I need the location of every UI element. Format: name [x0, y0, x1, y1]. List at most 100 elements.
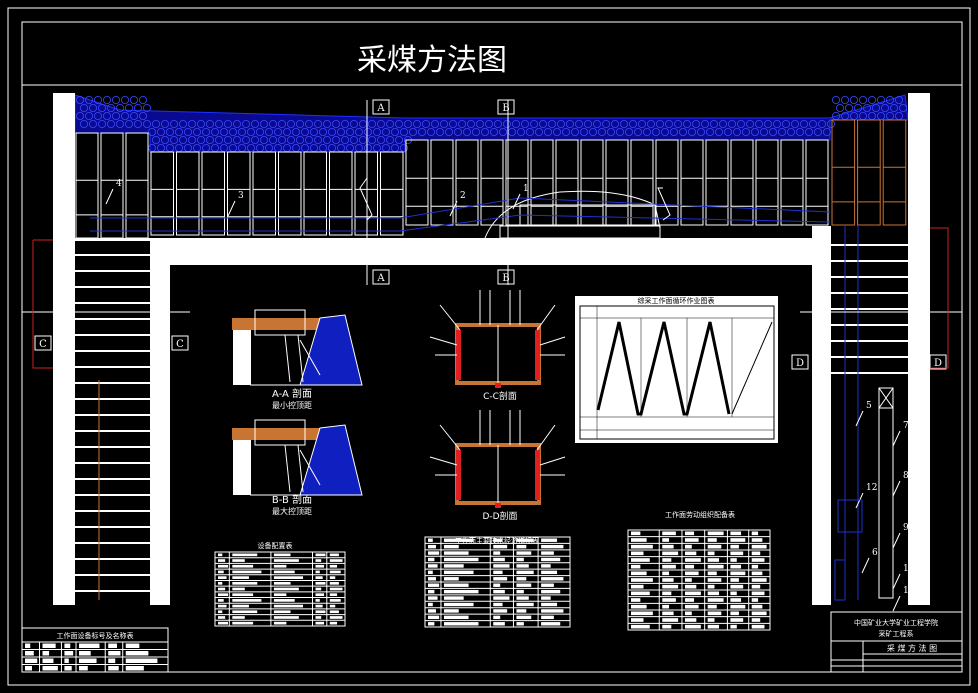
gob-rock [367, 120, 376, 129]
gob-rock [448, 120, 457, 129]
table-cell [218, 587, 226, 591]
table-cell [273, 610, 291, 614]
table-cell [42, 651, 50, 656]
table-cell [108, 643, 117, 648]
table-cell [631, 558, 650, 562]
gob-rock [237, 127, 246, 136]
gob-rock [877, 96, 886, 105]
gob-rock [435, 127, 444, 136]
table-cell [707, 564, 724, 569]
table-cell [541, 557, 561, 562]
gob-rock [715, 127, 724, 136]
table-cell [64, 666, 72, 671]
gob-rock [827, 120, 836, 129]
gob-rock [877, 112, 886, 121]
gob-rock [832, 96, 841, 105]
gob-rock [742, 127, 751, 136]
table-cell [516, 609, 527, 613]
callout-12: 12 [866, 483, 877, 493]
table-cell [631, 604, 647, 609]
table-cell [516, 589, 524, 594]
gob-rock [679, 127, 688, 136]
table-cell [541, 577, 564, 581]
gob-rock [151, 120, 160, 129]
gob-rock [295, 135, 304, 144]
gob-rock [611, 120, 620, 129]
cc-section-label: C-C剖面 [483, 390, 517, 402]
gob-rock [232, 120, 241, 129]
support [278, 151, 302, 236]
support [227, 151, 251, 236]
gob-rock [674, 120, 683, 129]
table-cell [443, 564, 464, 568]
support [605, 139, 629, 226]
gob-rock [376, 135, 385, 144]
table-cell [428, 609, 436, 613]
table-cell [315, 604, 323, 608]
gob-rock [584, 120, 593, 129]
table-cell [730, 564, 742, 569]
table-cell [42, 643, 56, 648]
table-cell [493, 615, 501, 620]
gob-rock [250, 120, 259, 129]
table-cell [232, 564, 254, 568]
table-cell [443, 570, 474, 575]
table-cell [684, 591, 701, 596]
table-cell [516, 544, 527, 549]
callout-10: 10 [903, 564, 915, 574]
table-cell [684, 578, 692, 582]
gob-rock [98, 104, 107, 113]
gob-rock [210, 127, 219, 136]
table-cell [315, 564, 325, 568]
table-cell [707, 551, 715, 556]
table-cell [273, 553, 291, 557]
table-cell [631, 611, 653, 616]
gob-rock [273, 127, 282, 136]
gob-rock [129, 96, 138, 105]
table-cell [428, 557, 435, 562]
table-cell [751, 584, 761, 589]
gob-rock [571, 127, 580, 136]
gob-rock [859, 96, 868, 105]
gob-rock [872, 104, 881, 113]
gob-rock [787, 127, 796, 136]
callout-9: 9 [903, 523, 909, 533]
gob-rock [214, 120, 223, 129]
callout-4: 4 [116, 179, 122, 189]
table-cell [443, 583, 469, 587]
table-cell [315, 576, 323, 579]
table-cell [684, 544, 692, 549]
cycle-chart-plot [579, 305, 775, 440]
gob-rock [796, 127, 805, 136]
gob-rock [737, 120, 746, 129]
marker-b-top: B [502, 103, 509, 114]
gob-rock [616, 127, 625, 136]
gob-rock [286, 120, 295, 129]
gob-rock [169, 135, 178, 144]
gob-rock [625, 127, 634, 136]
table-cell [232, 616, 245, 619]
gob-rock [142, 120, 151, 129]
table-cell [631, 618, 644, 622]
table-cell [707, 611, 722, 616]
table-cell [273, 581, 291, 585]
table-cell [79, 643, 100, 648]
table-cell [662, 611, 674, 616]
table-cell [631, 551, 644, 556]
gob-rock [121, 96, 130, 105]
title-block [830, 611, 963, 673]
table-cell [428, 596, 438, 600]
table-cell [707, 544, 722, 549]
table-cell [541, 609, 564, 613]
gob-rock [521, 120, 530, 129]
gob-rock [701, 120, 710, 129]
table-cell [218, 559, 226, 562]
table-cell [730, 611, 739, 616]
support [405, 139, 429, 226]
table-cell [493, 564, 510, 568]
gob-rock [480, 127, 489, 136]
table-cell [684, 604, 699, 609]
gob-rock [881, 104, 890, 113]
table-cell [541, 564, 551, 568]
table-cell [329, 599, 341, 602]
